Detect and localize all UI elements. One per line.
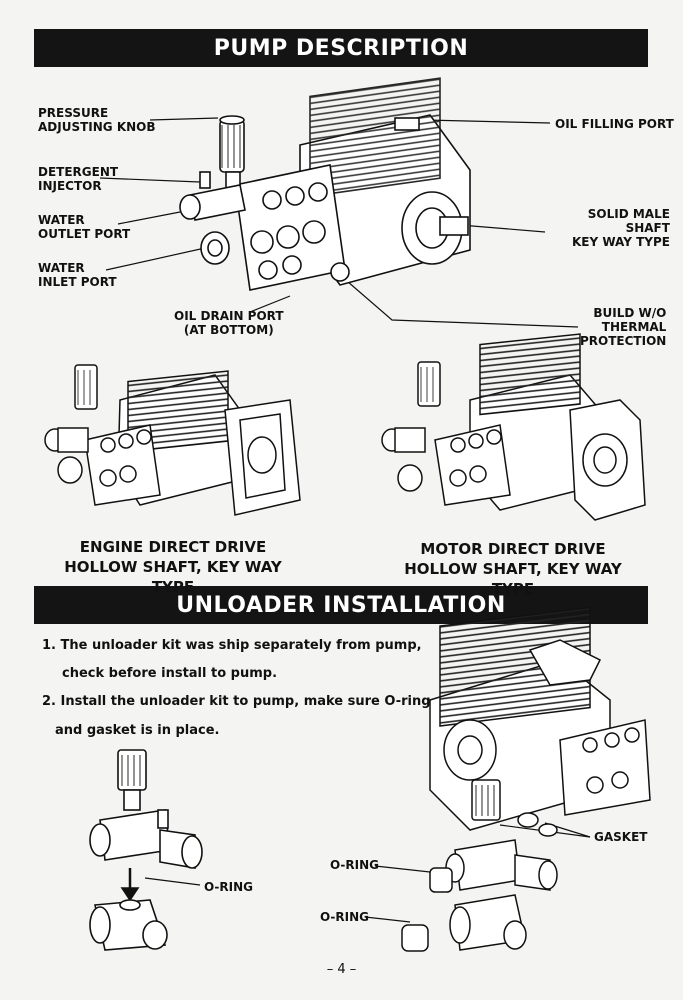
- label-o-ring-left: O-RING: [204, 880, 254, 894]
- step-1-line-1: 1. The unloader kit was ship separately …: [42, 638, 422, 653]
- label-build-without-thermal-protection: BUILD W/O THERMAL PROTECTION: [580, 306, 667, 348]
- label-o-ring-upper: O-RING: [330, 858, 380, 872]
- label-detergent-injector: DETERGENT INJECTOR: [38, 165, 119, 193]
- caption-engine-direct-drive: ENGINE DIRECT DRIVE HOLLOW SHAFT, KEY WA…: [64, 538, 282, 596]
- motor-drive-pump-drawing: [381, 333, 646, 521]
- unloader-kit-drawing: [89, 749, 203, 951]
- section-title: UNLOADER INSTALLATION: [176, 592, 506, 618]
- label-pressure-adjusting-knob: PRESSURE ADJUSTING KNOB: [38, 106, 156, 134]
- engine-drive-pump-drawing: [44, 364, 301, 516]
- pump-with-unloader-drawing: [401, 606, 651, 952]
- step-1-line-2: check before install to pump.: [62, 666, 278, 681]
- step-2-line-1: 2. Install the unloader kit to pump, mak…: [42, 694, 431, 709]
- label-solid-male-shaft: SOLID MALE SHAFT KEY WAY TYPE: [572, 207, 670, 249]
- section-title: PUMP DESCRIPTION: [213, 35, 469, 61]
- step-2-line-2: and gasket is in place.: [55, 723, 220, 738]
- main-pump-drawing: [179, 77, 471, 291]
- label-oil-drain-port: OIL DRAIN PORT (AT BOTTOM): [174, 309, 284, 337]
- section-banner-pump-description: PUMP DESCRIPTION: [34, 29, 648, 67]
- caption-motor-direct-drive: MOTOR DIRECT DRIVE HOLLOW SHAFT, KEY WAY…: [404, 540, 622, 598]
- label-gasket: GASKET: [594, 830, 648, 844]
- label-water-inlet-port: WATER INLET PORT: [38, 261, 117, 289]
- label-o-ring-lower: O-RING: [320, 910, 370, 924]
- label-oil-filling-port: OIL FILLING PORT: [555, 117, 674, 131]
- page-number: – 4 –: [326, 962, 357, 977]
- label-water-outlet-port: WATER OUTLET PORT: [38, 213, 131, 241]
